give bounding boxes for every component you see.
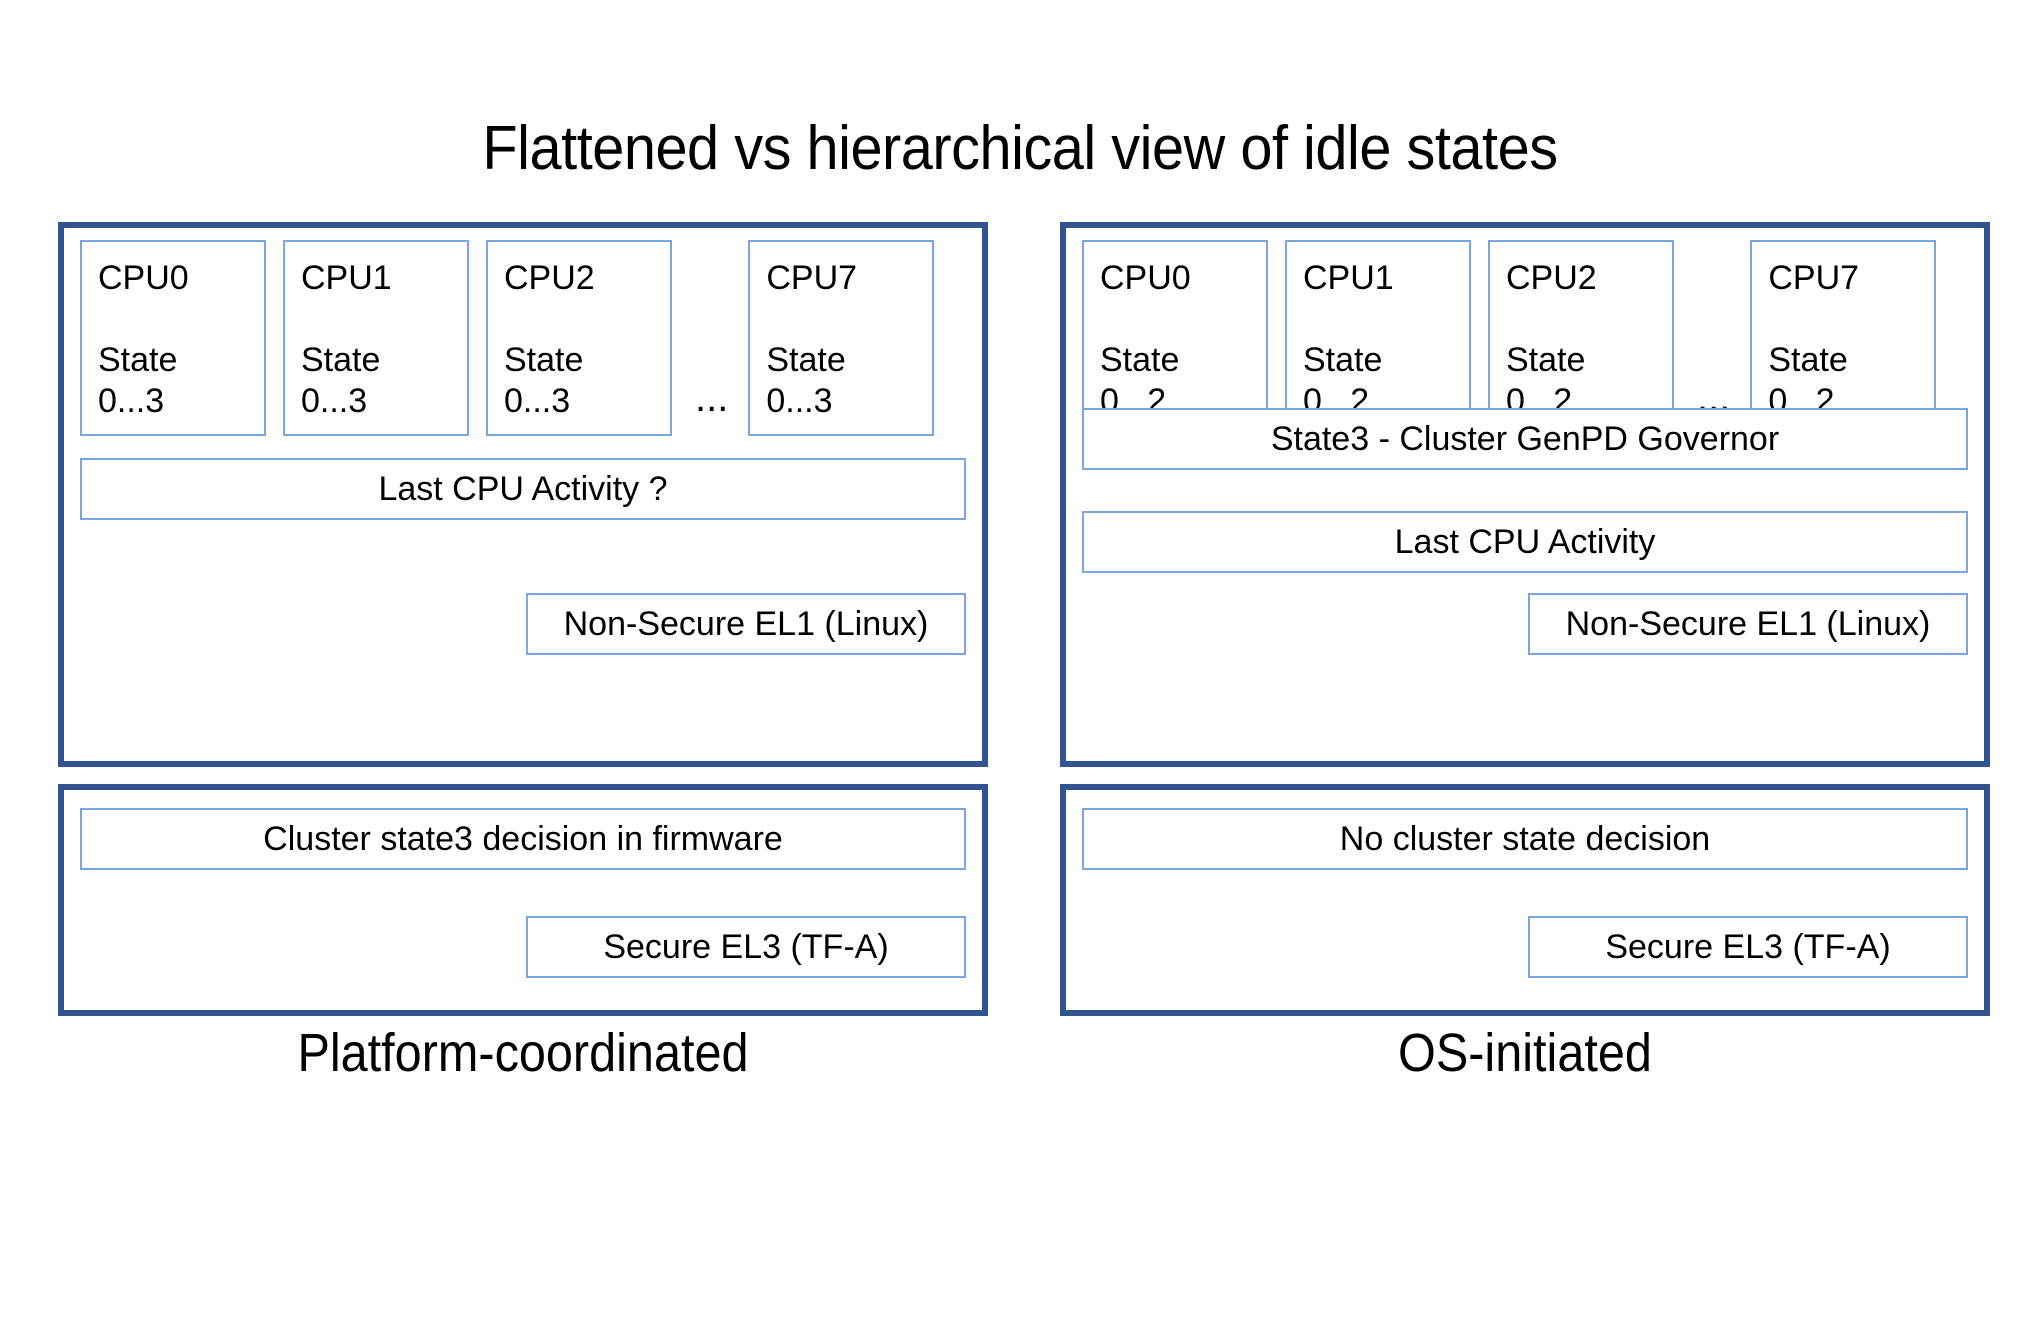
- cpu-state-label: State: [301, 341, 381, 379]
- cpu-label: CPU7: [766, 259, 858, 297]
- cpu-row: CPU0 State 0...3 CPU1 State 0...3 CPU2 S…: [80, 240, 966, 436]
- cpu-label: CPU1: [301, 259, 392, 297]
- os-panel-os-initiated: CPU0 State 0...2 CPU1 State 0...2 CPU2 S…: [1060, 222, 1990, 767]
- cpu-state-range: 0...3: [504, 382, 571, 420]
- cpu-state: State 0...3: [301, 340, 467, 422]
- cpu-state: State 0...3: [504, 340, 670, 422]
- cpu-state-label: State: [1100, 341, 1180, 379]
- cpu-state: State 0...3: [766, 340, 932, 422]
- cpu-box-cpu7: CPU7 State 0...2: [1750, 240, 1937, 436]
- cpu-state-label: State: [98, 341, 178, 379]
- os-panel-platform-coordinated: CPU0 State 0...3 CPU1 State 0...3 CPU2 S…: [58, 222, 988, 767]
- column-os-initiated: CPU0 State 0...2 CPU1 State 0...2 CPU2 S…: [1060, 222, 1990, 1016]
- cpu-label: CPU0: [1100, 259, 1191, 297]
- caption-os-initiated: OS-initiated: [1398, 1023, 1652, 1083]
- cpu-state: State 0...3: [98, 340, 264, 422]
- cpu-state-label: State: [766, 341, 846, 379]
- exception-level-el3-badge: Secure EL3 (TF-A): [1528, 916, 1968, 978]
- cpu-box-cpu7: CPU7 State 0...3: [748, 240, 935, 436]
- cpu-state-label: State: [1303, 341, 1383, 379]
- cpu-label: CPU7: [1768, 259, 1860, 297]
- cluster-genpd-governor-box: State3 - Cluster GenPD Governor: [1082, 408, 1968, 470]
- cpu-label: CPU0: [98, 259, 189, 297]
- exception-level-el1-badge: Non-Secure EL1 (Linux): [526, 593, 966, 655]
- firmware-panel-platform-coordinated: Cluster state3 decision in firmware Secu…: [58, 784, 988, 1016]
- cpu-box-cpu0: CPU0 State 0...2: [1082, 240, 1268, 436]
- cpu-label: CPU2: [504, 259, 595, 297]
- cluster-state-decision-box: Cluster state3 decision in firmware: [80, 808, 966, 870]
- cpu-state-label: State: [1506, 341, 1586, 379]
- exception-level-el3-badge: Secure EL3 (TF-A): [526, 916, 966, 978]
- last-cpu-activity-box: Last CPU Activity: [1082, 511, 1968, 573]
- cpu-state-label: State: [1768, 341, 1848, 379]
- firmware-panel-os-initiated: No cluster state decision Secure EL3 (TF…: [1060, 784, 1990, 1016]
- cpu-label: CPU2: [1506, 259, 1597, 297]
- caption-platform-coordinated: Platform-coordinated: [297, 1023, 749, 1083]
- cluster-state-decision-box: No cluster state decision: [1082, 808, 1968, 870]
- cpu-box-cpu0: CPU0 State 0...3: [80, 240, 266, 436]
- column-platform-coordinated: CPU0 State 0...3 CPU1 State 0...3 CPU2 S…: [58, 222, 988, 1016]
- cpu-label: CPU1: [1303, 259, 1394, 297]
- exception-level-el1-badge: Non-Secure EL1 (Linux): [1528, 593, 1968, 655]
- cpu-state-range: 0...3: [766, 382, 833, 420]
- last-cpu-activity-box: Last CPU Activity ?: [80, 458, 966, 520]
- cpu-box-cpu2: CPU2 State 0...3: [486, 240, 672, 436]
- cpu-ellipsis: ...: [695, 376, 729, 420]
- cpu-state-range: 0...3: [98, 382, 165, 420]
- cpu-state-label: State: [504, 341, 584, 379]
- cpu-box-cpu1: CPU1 State 0...2: [1285, 240, 1471, 436]
- cpu-state-range: 0...3: [301, 382, 368, 420]
- cpu-row: CPU0 State 0...2 CPU1 State 0...2 CPU2 S…: [1082, 240, 1968, 436]
- page-title: Flattened vs hierarchical view of idle s…: [482, 114, 1558, 183]
- cpu-box-cpu1: CPU1 State 0...3: [283, 240, 469, 436]
- cpu-box-cpu2: CPU2 State 0...2: [1488, 240, 1674, 436]
